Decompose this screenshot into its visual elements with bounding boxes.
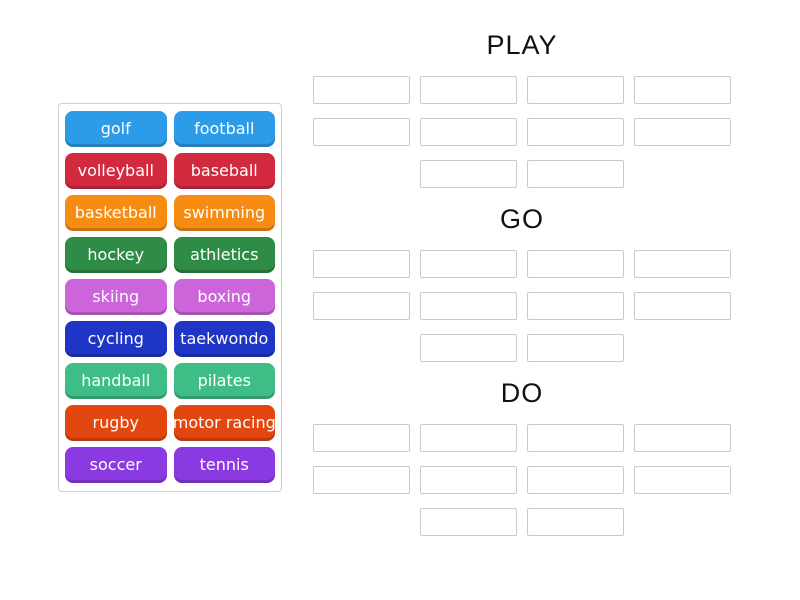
- drop-slot[interactable]: [313, 292, 410, 320]
- drop-slot[interactable]: [420, 508, 517, 536]
- drop-slot[interactable]: [634, 118, 731, 146]
- drop-slot[interactable]: [420, 160, 517, 188]
- slot-row: [313, 466, 731, 494]
- drop-slot[interactable]: [313, 250, 410, 278]
- drop-slot[interactable]: [527, 334, 624, 362]
- group-title-do: DO: [500, 378, 544, 408]
- drop-slot[interactable]: [420, 76, 517, 104]
- word-tile-hockey[interactable]: hockey: [65, 237, 167, 273]
- drop-slot[interactable]: [634, 424, 731, 452]
- slot-row: [313, 250, 731, 278]
- drop-slot[interactable]: [527, 292, 624, 320]
- word-tile-handball[interactable]: handball: [65, 363, 167, 399]
- drop-slot[interactable]: [420, 424, 517, 452]
- drop-slot[interactable]: [634, 292, 731, 320]
- drop-slot[interactable]: [420, 466, 517, 494]
- word-tile-swimming[interactable]: swimming: [173, 195, 275, 231]
- word-tile-pilates[interactable]: pilates: [173, 363, 275, 399]
- word-tile-cycling[interactable]: cycling: [65, 321, 167, 357]
- word-tile-volleyball[interactable]: volleyball: [65, 153, 167, 189]
- drop-slot[interactable]: [420, 334, 517, 362]
- slot-row: [313, 334, 731, 362]
- slot-row: [313, 424, 731, 452]
- drop-slot[interactable]: [634, 466, 731, 494]
- group-play: PLAY: [313, 28, 731, 188]
- drop-slot[interactable]: [420, 250, 517, 278]
- drop-slot[interactable]: [527, 508, 624, 536]
- drop-slot[interactable]: [313, 76, 410, 104]
- word-tile-soccer[interactable]: soccer: [65, 447, 167, 483]
- slot-row: [313, 118, 731, 146]
- group-title-go: GO: [499, 204, 544, 234]
- slot-row: [313, 76, 731, 104]
- group-title-play: PLAY: [486, 30, 558, 60]
- word-tile-tennis[interactable]: tennis: [173, 447, 275, 483]
- drop-slot[interactable]: [420, 118, 517, 146]
- word-tile-boxing[interactable]: boxing: [173, 279, 275, 315]
- drop-slot[interactable]: [527, 76, 624, 104]
- word-tile-athletics[interactable]: athletics: [173, 237, 275, 273]
- drop-slot[interactable]: [313, 424, 410, 452]
- slot-row: [313, 292, 731, 320]
- drop-slot[interactable]: [313, 118, 410, 146]
- word-bank: golf football volleyball baseball basket…: [58, 103, 282, 492]
- drop-slot[interactable]: [527, 118, 624, 146]
- slot-row: [313, 508, 731, 536]
- group-do: DO: [313, 376, 731, 536]
- drop-slot[interactable]: [527, 424, 624, 452]
- group-go: GO: [313, 202, 731, 362]
- word-tile-taekwondo[interactable]: taekwondo: [173, 321, 275, 357]
- slot-row: [313, 160, 731, 188]
- drop-slot[interactable]: [634, 250, 731, 278]
- word-tile-motor-racing[interactable]: motor racing: [173, 405, 275, 441]
- drop-slot[interactable]: [634, 76, 731, 104]
- groups-column: PLAY GO: [313, 28, 731, 550]
- drop-slot[interactable]: [420, 292, 517, 320]
- word-tile-basketball[interactable]: basketball: [65, 195, 167, 231]
- drop-slot[interactable]: [313, 466, 410, 494]
- word-tile-rugby[interactable]: rugby: [65, 405, 167, 441]
- word-tile-golf[interactable]: golf: [65, 111, 167, 147]
- word-tile-skiing[interactable]: skiing: [65, 279, 167, 315]
- drop-slot[interactable]: [527, 160, 624, 188]
- word-tile-baseball[interactable]: baseball: [173, 153, 275, 189]
- word-tile-football[interactable]: football: [173, 111, 275, 147]
- drop-slot[interactable]: [527, 466, 624, 494]
- drop-slot[interactable]: [527, 250, 624, 278]
